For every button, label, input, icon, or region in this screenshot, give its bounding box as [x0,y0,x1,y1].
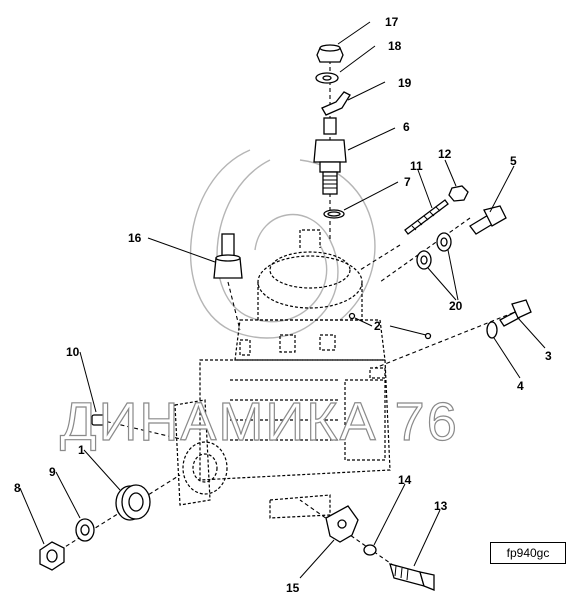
part-5-bolt [469,205,507,235]
injection-pump-body [174,229,391,519]
part-20-washers [416,232,452,270]
leader-lines [19,21,546,579]
callout-3: 3 [545,349,552,363]
part-8-nut [39,541,65,571]
callout-20: 20 [449,299,463,313]
part-13-sensor [389,563,435,591]
callout-19: 19 [398,76,412,90]
figure-code-label: fp940gc [490,542,566,564]
callout-8: 8 [14,481,21,495]
part-1-seal [115,484,151,521]
part-7-o-ring [323,209,345,219]
part-9-washer [75,518,95,542]
callout-14: 14 [398,473,412,487]
callout-10: 10 [66,345,80,359]
callout-13: 13 [434,499,448,513]
callout-5: 5 [510,154,517,168]
part-17-nut [316,44,344,63]
part-4-washer [486,321,498,339]
watermark-text: ДИНАМИКА 76 [60,392,459,452]
callout-11: 11 [410,159,423,173]
part-12-nut [448,185,469,202]
callout-2: 2 [374,319,381,333]
part-14-o-ring [363,544,377,556]
part-3-bolt [499,299,532,327]
part-6-solenoid [313,117,347,195]
callout-7: 7 [404,175,411,189]
callout-1: 1 [78,443,85,457]
callout-4: 4 [517,379,524,393]
part-18-washer [315,72,339,84]
watermark-logo [190,149,376,339]
part-19-terminal [321,91,351,116]
callout-18: 18 [388,39,402,53]
callout-9: 9 [49,465,56,479]
part-10-key [91,414,107,426]
callout-12: 12 [438,147,452,161]
callout-6: 6 [403,120,410,134]
callout-15: 15 [286,581,300,595]
part-2-pin [348,312,432,340]
part-15-bracket [325,505,359,543]
callout-16: 16 [128,231,142,245]
callout-17: 17 [385,15,399,29]
part-11-stud [404,199,449,235]
callout-labels: 17 18 19 6 7 16 11 12 5 20 2 3 4 10 1 9 … [14,15,552,595]
part-16-fitting [213,233,243,279]
